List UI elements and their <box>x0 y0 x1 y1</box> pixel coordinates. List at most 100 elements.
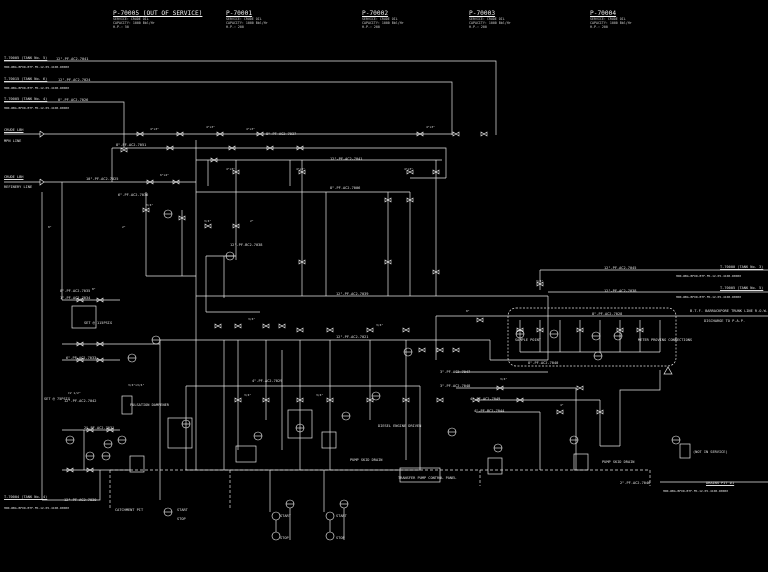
pump-hp: H.P.: 200 <box>362 25 380 29</box>
catchment-pit-label: CATCHMENT PIT <box>115 508 144 512</box>
line-tag: 8"-PF-AC2-7051 <box>116 143 147 147</box>
valve-icon <box>86 427 94 433</box>
line-tag: 12"-PF-AC2-7042 <box>64 399 97 403</box>
valve-icon <box>436 347 444 353</box>
pump-tag: P-70005 (OUT OF SERVICE) <box>113 10 203 17</box>
pipe-segment <box>4 101 125 135</box>
tank5-right-label: T-70005 (TANK No. 5) <box>720 286 764 290</box>
valve-icon <box>366 327 374 333</box>
pump-hp: H.P.: 200 <box>469 25 487 29</box>
tank6-label: T-70015 (TANK No. 6) <box>4 77 48 81</box>
control-panel-label: TRANSFER PUMP CONTROL PANEL <box>398 476 457 480</box>
pulsation-dampener-label: PULSATION DAMPENER <box>130 403 169 407</box>
tank3-right-ref: HDR-WBG-BFOR-BTF-FR-12-05-4100-R0000 <box>676 274 742 278</box>
valve-icon <box>298 169 306 175</box>
line-tag: 12"-PF-AC2-7021 <box>336 335 369 339</box>
line-tag: 12"-PF-AC2-7041 <box>330 157 363 161</box>
stop-label: STOP <box>177 517 186 521</box>
size-callout: 4"x3" <box>426 125 435 129</box>
pump-capacity: CAPACITY: 1000 Bbl/Hr <box>113 21 155 25</box>
pump-motor <box>321 431 337 449</box>
valve-icon <box>172 179 180 185</box>
valve-icon <box>106 427 114 433</box>
warning-triangle <box>663 366 673 375</box>
valve-icon <box>234 397 242 403</box>
pump-motor <box>679 443 691 459</box>
refinery-line-label: REFINERY LINE <box>4 185 33 189</box>
line-tag: 3"-PF-AC2-7047 <box>440 370 471 374</box>
valve-icon <box>480 131 488 137</box>
tank5-right-ref: HDR-WBG-BFOR-BTF-FR-12-05-4100-R0000 <box>676 295 742 299</box>
drains-pit-ref: HDR-WBG-BFOR-BTF-FR-12-05-4100-R0000 <box>663 489 729 493</box>
pump-skid-drain-label: PUMP SKID DRAIN <box>350 458 383 462</box>
pump-motor <box>573 453 589 471</box>
valve-icon <box>176 131 184 137</box>
pump-header-p70001: P-70001 SERVICE: CRUDE OIL CAPACITY: 100… <box>226 10 268 29</box>
line-tag: 12"-PF-AC2-7039 <box>336 292 369 296</box>
pipe-segment <box>42 470 101 501</box>
pump-service: SERVICE: CRUDE OIL <box>590 17 626 21</box>
size-callout: 6"x4" <box>160 173 169 177</box>
pump-tag: P-70004 <box>590 10 617 17</box>
pump-motor <box>235 445 257 463</box>
line-tag: 12"-PF-AC2-7038 <box>604 289 637 293</box>
valve-icon <box>436 397 444 403</box>
size-callout: 8" <box>48 225 52 229</box>
valve-icon <box>366 397 374 403</box>
valve-icon <box>384 197 392 203</box>
pump-service: SERVICE: CRUDE OIL <box>226 17 262 21</box>
valve-icon <box>262 397 270 403</box>
valve-icon <box>384 259 392 265</box>
line-tag: 10"-PF-AC2-7025 <box>86 177 119 181</box>
not-in-service-note: (NOT IN SERVICE) <box>693 450 728 454</box>
line-tag: 1"-PF-AC2-7034 <box>60 296 91 300</box>
valve-icon <box>166 145 174 151</box>
pump-header-p70002: P-70002 SERVICE: CRUDE OIL CAPACITY: 100… <box>362 10 404 29</box>
size-callout: 3/4" <box>536 279 543 283</box>
meter-proving-label: METER PROVING CONNECTIONS <box>638 338 693 342</box>
pump-service: SERVICE: CRUDE OIL <box>362 17 398 21</box>
tank5-label: T-70005 (TANK No. 5) <box>4 56 48 60</box>
line-tag: 12"-PF-AC2-7030 <box>64 498 97 502</box>
engine-skid <box>167 417 193 449</box>
stop-label: STOP <box>336 536 345 540</box>
pipe-segment <box>619 370 661 446</box>
pump-capacity: CAPACITY: 1000 Bbl/Hr <box>226 21 268 25</box>
line-tag: 6"-PF-AC2-7033 <box>66 356 97 360</box>
valve-icon <box>536 281 544 287</box>
valve-icon <box>96 297 104 303</box>
valve-icon <box>256 131 264 137</box>
pump-capacity: CAPACITY: 1000 Bbl/Hr <box>469 21 511 25</box>
pushbutton-icon <box>325 531 335 541</box>
valve-icon <box>120 147 128 153</box>
valve-icon <box>476 317 484 323</box>
valve-icon <box>96 341 104 347</box>
line-tag: 8"-PF-AC2-7037 <box>266 132 297 136</box>
valve-icon <box>214 323 222 329</box>
valve-icon <box>556 409 564 415</box>
line-tag: 4"-PF-BC2-7044 <box>474 409 505 413</box>
pump-capacity: CAPACITY: 1000 Bbl/Hr <box>362 21 404 25</box>
discharge-label: DISCHARGE TO P.A.P. <box>704 319 746 323</box>
valve-icon <box>296 397 304 403</box>
valve-icon <box>86 467 94 473</box>
valve-icon <box>516 397 524 403</box>
size-callout: 8" <box>92 287 96 291</box>
size-callout: 4"x3" <box>226 167 235 171</box>
valve-icon <box>142 207 150 213</box>
valve-icon <box>76 341 84 347</box>
pump-tag: P-70001 <box>226 10 253 17</box>
size-callout: 2" <box>250 219 254 223</box>
valve-icon <box>76 297 84 303</box>
size-callout: 3/4" <box>244 393 251 397</box>
size-callout: CV 1/2" <box>68 391 81 395</box>
size-callout: 8" <box>466 309 470 313</box>
valve-icon <box>76 357 84 363</box>
line-tag: 2"-PF-AC2-7046 <box>620 481 651 485</box>
start-label: START <box>177 508 188 512</box>
pump-header-p70003: P-70003 SERVICE: CRUDE OIL CAPACITY: 100… <box>469 10 511 29</box>
valve-icon <box>266 145 274 151</box>
size-callout: 2" <box>122 225 126 229</box>
valve-icon <box>66 467 74 473</box>
